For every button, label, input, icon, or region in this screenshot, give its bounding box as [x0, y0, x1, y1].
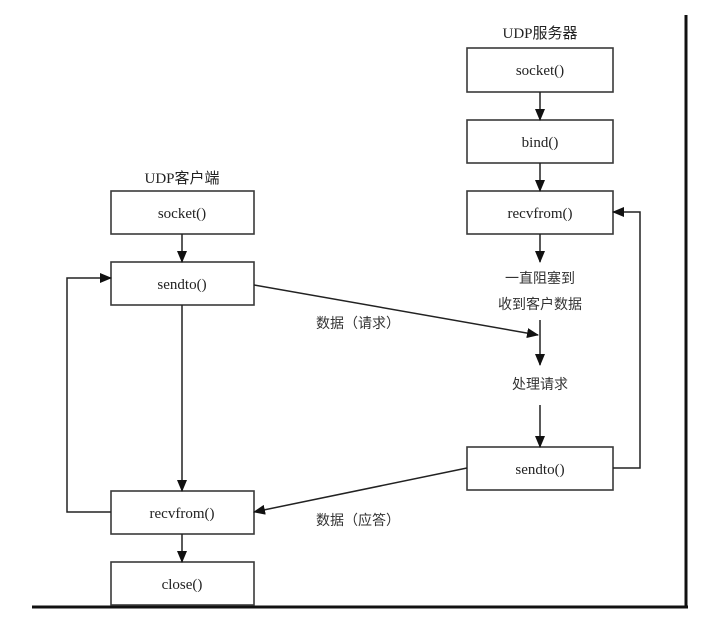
client-recvfrom-box: recvfrom(): [110, 490, 255, 535]
client-socket-box: socket(): [110, 190, 255, 235]
client-sendto-label: sendto(): [157, 277, 206, 293]
server-block-note-line1: 一直阻塞到: [505, 270, 575, 287]
arrow-request-message: [253, 284, 539, 339]
server-sendto-label: sendto(): [515, 462, 564, 478]
client-title: UDP客户端: [144, 170, 219, 187]
server-recvfrom-box: recvfrom(): [466, 190, 614, 235]
request-message-label: 数据（请求）: [316, 316, 400, 332]
arrow-server-loop-back: [612, 207, 641, 469]
arrow-client-loop-back: [66, 273, 112, 513]
server-title: UDP服务器: [502, 25, 577, 42]
client-sendto-box: sendto(): [110, 261, 255, 306]
client-socket-label: socket(): [158, 206, 206, 222]
server-bind-box: bind(): [466, 119, 614, 164]
server-sendto-box: sendto(): [466, 446, 614, 491]
response-message-label: 数据（应答）: [316, 512, 400, 529]
server-socket-box: socket(): [466, 47, 614, 93]
arrow-response-message: [253, 467, 468, 515]
server-socket-label: socket(): [516, 63, 564, 79]
client-close-label: close(): [162, 577, 203, 593]
server-block-note-line2: 收到客户数据: [498, 296, 582, 313]
server-bind-label: bind(): [522, 135, 559, 151]
client-close-box: close(): [110, 561, 255, 606]
server-recvfrom-label: recvfrom(): [508, 206, 573, 222]
server-process-note: 处理请求: [512, 377, 568, 393]
client-recvfrom-label: recvfrom(): [150, 506, 215, 522]
